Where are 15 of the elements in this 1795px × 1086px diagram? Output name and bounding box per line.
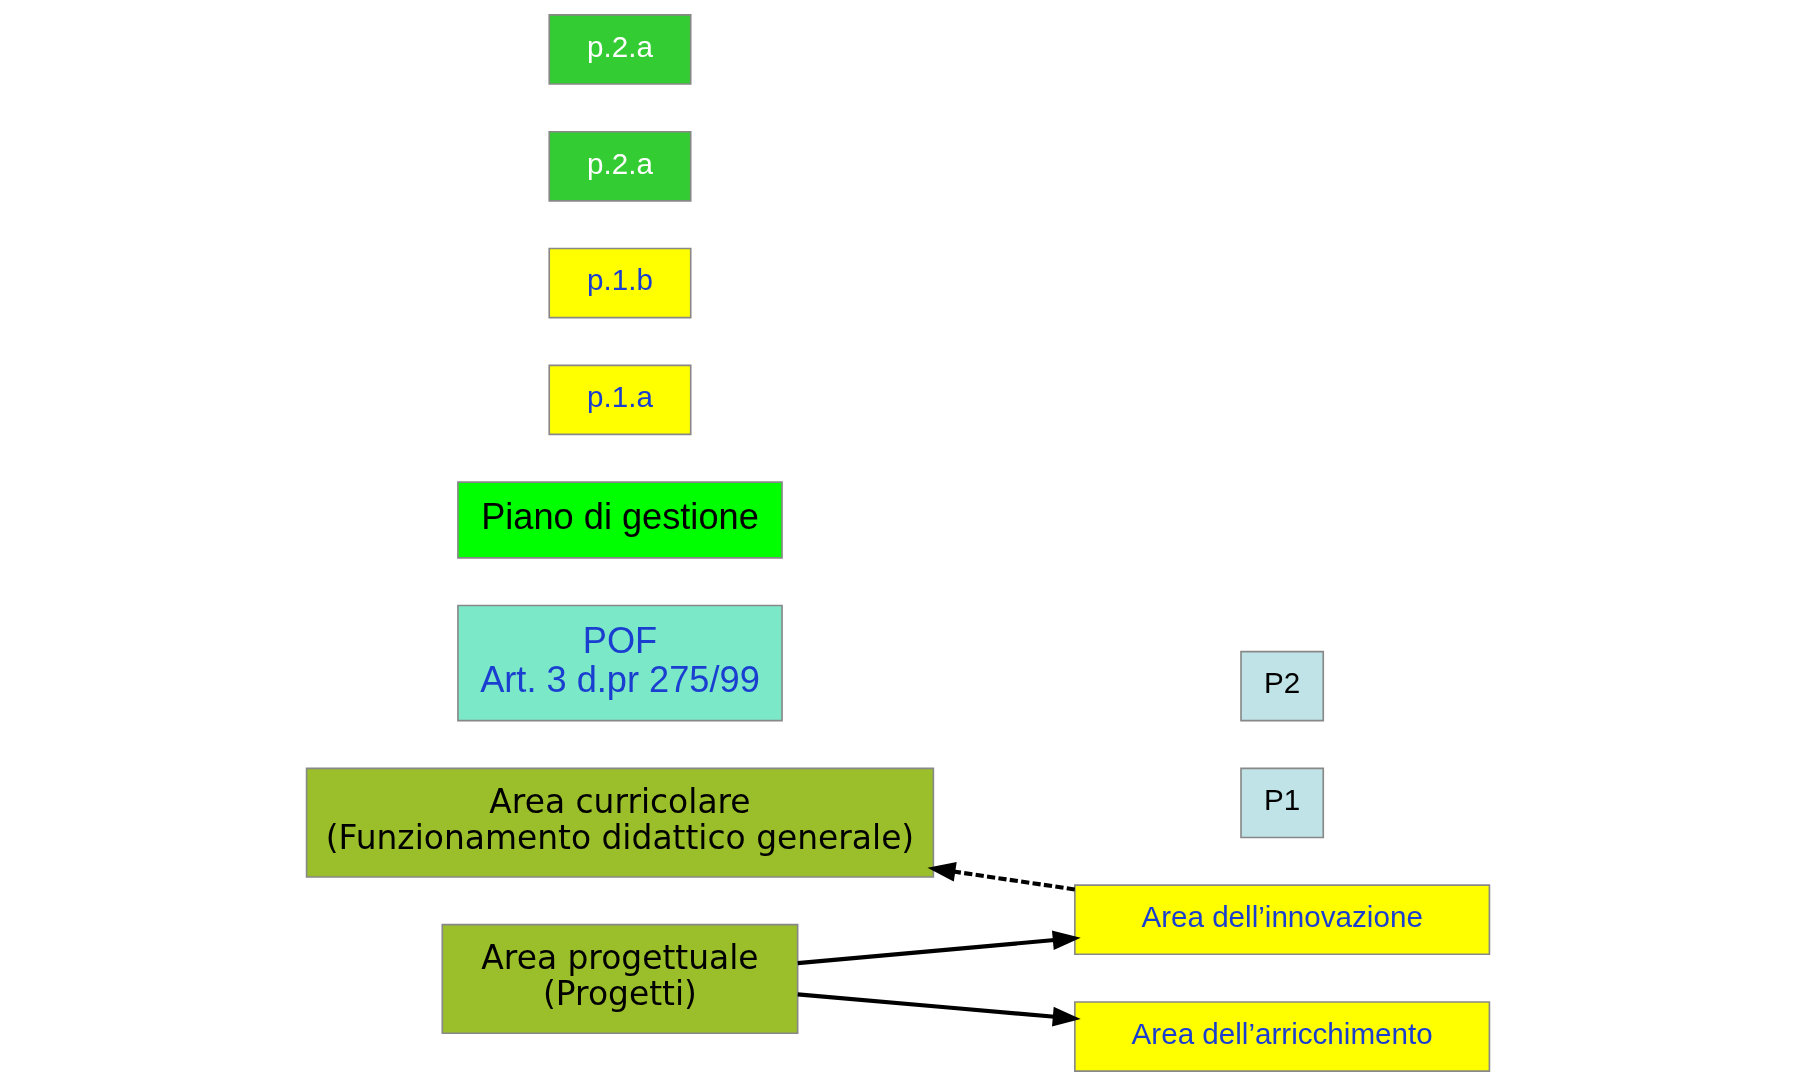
node-box: p.1.a: [547, 364, 692, 436]
node-box: Area progettuale (Progetti): [440, 923, 798, 1035]
arrow: [927, 862, 1075, 892]
node-box: p.1.b: [547, 247, 692, 319]
node-box: POF Art. 3 d.pr 275/99: [456, 604, 783, 722]
arrow: [797, 930, 1081, 966]
node-box: P1: [1239, 767, 1324, 839]
node-box: Piano di gestione: [456, 481, 783, 559]
node-box: Area curricolare (Funzionamento didattico generale): [305, 767, 934, 878]
arrow: [797, 992, 1081, 1027]
node-box: p.2.a: [547, 14, 692, 85]
node-box: Area dell’arricchimento: [1073, 1001, 1490, 1072]
node-box: Area dell’innovazione: [1073, 884, 1490, 956]
node-box: P2: [1239, 650, 1324, 722]
node-box: p.2.a: [547, 130, 692, 202]
